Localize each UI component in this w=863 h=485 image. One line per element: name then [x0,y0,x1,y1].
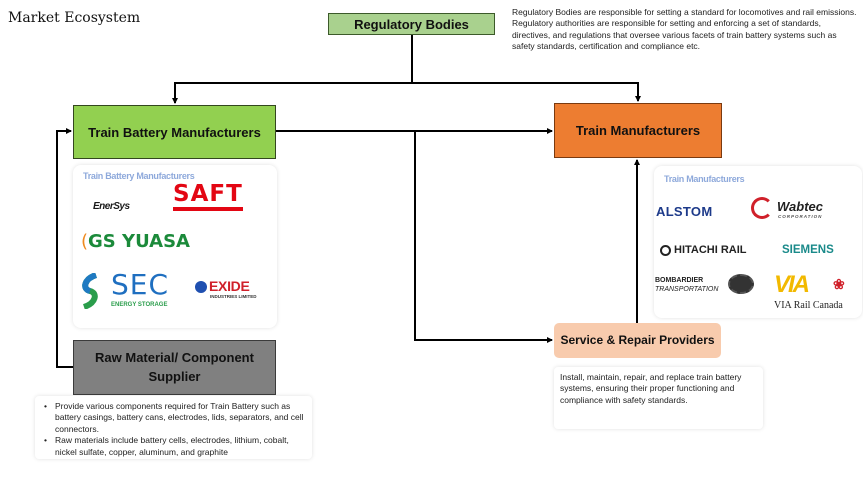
exide-subtitle: INDUSTRIES LIMITED [210,294,257,299]
bullet-item: Raw materials include battery cells, ele… [41,435,306,458]
wabtec-subtitle: CORPORATION [778,214,823,219]
train-manufacturers-card: Train Manufacturers ALSTOM Wabtec CORPOR… [654,166,862,318]
page-title: Market Ecosystem [8,10,141,26]
sec-logo: SEC [111,268,170,301]
wabtec-logo: Wabtec [777,199,823,214]
card-title: Train Battery Manufacturers [83,171,195,181]
gs-yuasa-text: GS YUASA [88,231,190,252]
via-logo: VIA [774,271,810,298]
node-train-manufacturers: Train Manufacturers [554,103,722,158]
edge-regulatory-to-battery [172,82,412,104]
bullet-item: Provide various components required for … [41,401,306,435]
edge-regulatory-to-train [412,82,641,102]
saft-logo: SAFT [173,183,243,211]
bombardier-icon [728,274,754,294]
sec-subtitle: ENERGY STORAGE [111,302,168,308]
hitachi-icon [660,245,671,256]
regulatory-description: Regulatory Bodies are responsible for se… [512,7,857,53]
node-raw-material-supplier: Raw Material/ Component Supplier [73,340,276,395]
bombardier-logo: BOMBARDIER [655,277,704,284]
hitachi-rail-logo: HITACHI RAIL [674,244,747,256]
battery-manufacturers-card: Train Battery Manufacturers EnerSys SAFT… [73,165,277,328]
node-train-battery-manufacturers: Train Battery Manufacturers [73,105,276,159]
exide-logo: EXIDE [209,278,250,294]
alstom-logo: ALSTOM [656,204,713,219]
exide-icon [195,281,207,293]
sec-icon [80,272,102,310]
raw-material-description: Provide various components required for … [35,396,312,459]
wabtec-icon [751,197,773,219]
siemens-logo: SIEMENS [782,244,834,256]
edge-battery-to-service [414,131,553,343]
service-repair-description-text: Install, maintain, repair, and replace t… [560,372,742,405]
service-repair-description: Install, maintain, repair, and replace t… [554,367,763,429]
edge-raw-to-battery [56,128,73,368]
raw-material-bullets: Provide various components required for … [41,401,306,458]
via-rail-canada-text: VIA Rail Canada [774,300,843,311]
node-service-repair-providers: Service & Repair Providers [554,323,721,358]
node-regulatory-bodies: Regulatory Bodies [328,13,495,35]
card-title: Train Manufacturers [664,174,745,184]
gs-yuasa-logo: (GS YUASA [81,231,190,252]
regulatory-description-line: Regulatory authorities are responsible f… [512,18,837,52]
regulatory-description-line: Regulatory Bodies are responsible for se… [512,7,857,17]
enersys-logo: EnerSys [93,201,130,212]
bombardier-subtitle: TRANSPORTATION [655,286,719,293]
maple-leaf-icon: ❀ [833,276,845,292]
